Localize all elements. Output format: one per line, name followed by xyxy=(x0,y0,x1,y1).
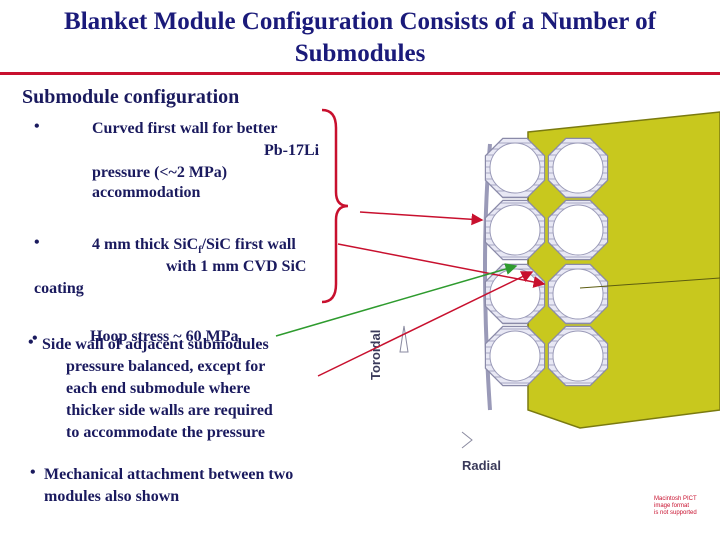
subheading: Submodule configuration xyxy=(22,86,240,108)
bullet-2-line-3: coating xyxy=(34,280,84,297)
radial-label: Radial xyxy=(462,458,501,473)
brace-symbol xyxy=(321,108,349,304)
bullet-3-line-4: thicker side walls are required xyxy=(66,402,273,419)
toroidal-arrow-icon xyxy=(399,325,409,353)
title-underline xyxy=(0,72,720,75)
submodule-cell-channel xyxy=(552,268,604,320)
pict-placeholder-logo: Macintosh PICT image format is not suppo… xyxy=(654,496,697,517)
bullet-2-line-2: with 1 mm CVD SiC xyxy=(166,258,307,275)
slide-title: Blanket Module Configuration Consists of… xyxy=(0,6,720,70)
bullet-1-line-2: Pb-17Li xyxy=(264,142,320,159)
bullet-4-line-1: Mechanical attachment between two xyxy=(44,466,294,483)
logo-line-1: Macintosh PICT xyxy=(654,496,697,502)
red-arrow-sic-wall xyxy=(337,243,546,288)
submodule-cell-channel xyxy=(552,330,604,382)
bullet-2-text-b: /SiC first wall xyxy=(201,236,296,253)
bullet-1-line-4: accommodation xyxy=(92,184,201,201)
attachment-line xyxy=(579,277,720,289)
bullet-1-marker: • xyxy=(34,118,40,135)
title-line-2: Submodules xyxy=(294,40,426,67)
bullet-2-marker: • xyxy=(34,234,40,251)
red-arrow-first-wall xyxy=(359,211,484,226)
bullet-3-marker-a: • xyxy=(32,330,38,347)
bullet-3-line-3: each end submodule where xyxy=(66,380,251,397)
bullet-2-text-a: 4 mm thick SiC xyxy=(92,236,199,253)
bullet-3-marker-b: • xyxy=(28,334,34,351)
bullet-1-line-1: Curved first wall for better xyxy=(92,120,278,137)
bullet-4-line-2: modules also shown xyxy=(44,488,180,505)
bullet-3-line-5: to accommodate the pressure xyxy=(66,424,265,441)
bullet-2-subscript: f xyxy=(198,245,202,257)
submodule-cell-channel xyxy=(489,142,541,194)
submodule-cell-channel xyxy=(552,142,604,194)
submodule-figure: Toroidal Radial xyxy=(368,111,720,473)
red-arrow-side-wall xyxy=(317,271,534,377)
submodule-cell-channel xyxy=(489,204,541,256)
bullet-1-line-3: pressure (<~2 MPa) xyxy=(92,164,228,181)
logo-line-2: image format xyxy=(654,503,690,509)
toroidal-label: Toroidal xyxy=(368,330,383,380)
title-line-1: Blanket Module Configuration Consists of… xyxy=(64,8,656,35)
radial-arrow-icon xyxy=(461,431,473,449)
bullet-3-line-2: pressure balanced, except for xyxy=(66,358,266,375)
logo-line-3: is not supported xyxy=(654,510,697,516)
bullet-4-marker: • xyxy=(30,464,36,481)
submodule-cell-channel xyxy=(552,204,604,256)
submodule-cell-channel xyxy=(489,330,541,382)
bullet-3-overlap-a: Hoop stress ~ 60 MPa xyxy=(90,328,239,345)
bullet-3-overlap-b: Side wall of adjacent submodules xyxy=(42,336,269,353)
green-arrow-hoop-stress xyxy=(275,263,518,337)
bullet-2-line-1: 4 mm thick SiCf/SiC first wall xyxy=(92,234,296,262)
